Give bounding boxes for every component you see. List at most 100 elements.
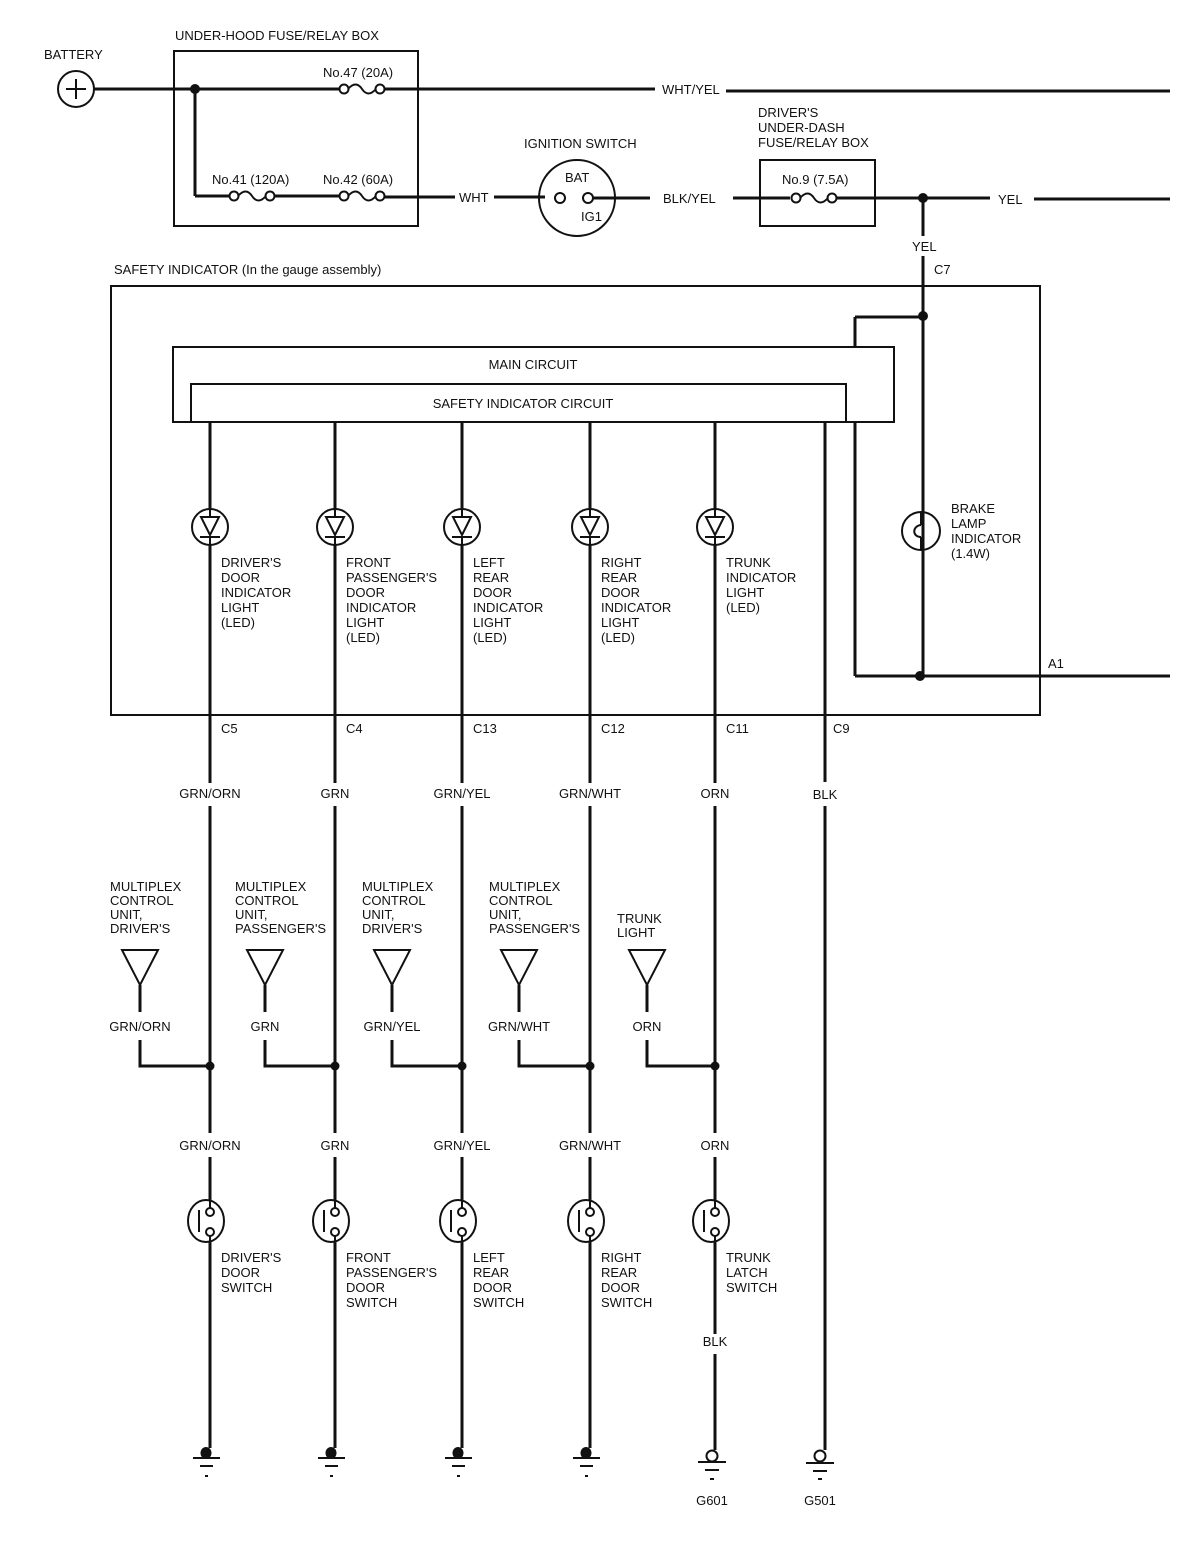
source-wire <box>263 1040 335 1068</box>
led-label-line: LIGHT <box>221 600 259 615</box>
switch-label-line: REAR <box>473 1265 509 1280</box>
junction-dot <box>205 1061 215 1071</box>
source-label-line: LIGHT <box>617 925 655 940</box>
fuse-41-label: No.41 (120A) <box>212 172 289 187</box>
door-switch-icon <box>312 1199 350 1243</box>
ignition-switch: IGNITION SWITCH BAT IG1 <box>524 136 637 237</box>
led-label-line: INDICATOR <box>221 585 291 600</box>
switch-label-line: DOOR <box>473 1280 512 1295</box>
main-circuit-label: MAIN CIRCUIT <box>489 357 578 372</box>
led-label-line: (LED) <box>346 630 380 645</box>
source-label-line: TRUNK <box>617 911 662 926</box>
terminal-bat-label: BAT <box>565 170 589 185</box>
led-label-line: RIGHT <box>601 555 642 570</box>
switch-label-line: DOOR <box>346 1280 385 1295</box>
source-label-line: PASSENGER'S <box>489 921 580 936</box>
led-label-line: FRONT <box>346 555 391 570</box>
ignition-switch-title: IGNITION SWITCH <box>524 136 637 151</box>
underhood-box-title: UNDER-HOOD FUSE/RELAY BOX <box>175 28 379 43</box>
led-label-line: INDICATOR <box>473 600 543 615</box>
wire-label-yel-right: YEL <box>998 192 1023 207</box>
switch-wire-label: GRN/WHT <box>559 1138 621 1153</box>
source-wire <box>390 1040 462 1068</box>
door-switch-icon <box>439 1199 477 1243</box>
ground-eyelet-icon <box>705 1449 719 1463</box>
led-label-line: PASSENGER'S <box>346 570 437 585</box>
underhood-fuse-relay-box: UNDER-HOOD FUSE/RELAY BOX No.47 (20A) No… <box>173 28 419 227</box>
led-label-line: LIGHT <box>601 615 639 630</box>
wire-color-label: GRN/WHT <box>559 786 621 801</box>
c9-ground-circuit: C9 BLK G501 <box>804 422 850 1508</box>
source-label-line: UNIT, <box>362 907 395 922</box>
source-label-line: PASSENGER'S <box>235 921 326 936</box>
source-label-line: CONTROL <box>235 893 299 908</box>
source-label-line: MULTIPLEX <box>489 879 561 894</box>
ground-icon <box>580 1447 592 1459</box>
connector-label: C13 <box>473 721 497 736</box>
led-label-line: (LED) <box>473 630 507 645</box>
connector-label: C4 <box>346 721 363 736</box>
source-wire <box>517 1040 590 1068</box>
switch-wire-label: GRN <box>321 1138 350 1153</box>
source-label-line: MULTIPLEX <box>235 879 307 894</box>
fuse-47-label: No.47 (20A) <box>323 65 393 80</box>
connector-triangle-icon <box>120 949 160 988</box>
underdash-title-line-1: DRIVER'S <box>758 105 819 120</box>
switch-label-line: RIGHT <box>601 1250 642 1265</box>
ground-icon <box>452 1447 464 1459</box>
connector-c7-label: C7 <box>934 262 951 277</box>
wire-label-c9: BLK <box>813 787 838 802</box>
switch-label-line: TRUNK <box>726 1250 771 1265</box>
wire-label-yel-down: YEL <box>912 239 937 254</box>
ground-icon <box>200 1447 212 1459</box>
led-label-line: DOOR <box>601 585 640 600</box>
led-label-line: LIGHT <box>346 615 384 630</box>
switch-label-line: DRIVER'S <box>221 1250 282 1265</box>
switch-wire-label: GRN/ORN <box>179 1138 240 1153</box>
source-wire-label: ORN <box>633 1019 662 1034</box>
led-label-line: DRIVER'S <box>221 555 282 570</box>
source-wire-label: GRN <box>251 1019 280 1034</box>
led-label-line: TRUNK <box>726 555 771 570</box>
underdash-title-line-2: UNDER-DASH <box>758 120 845 135</box>
connector-label: C11 <box>726 721 749 736</box>
led-label-line: REAR <box>601 570 637 585</box>
led-label-line: LIGHT <box>473 615 511 630</box>
source-label-line: UNIT, <box>110 907 143 922</box>
safety-indicator-assembly: SAFETY INDICATOR (In the gauge assembly)… <box>110 262 1064 716</box>
connector-triangle-icon <box>245 949 285 988</box>
switch-wire-label: ORN <box>701 1138 730 1153</box>
brake-lamp-line-3: INDICATOR <box>951 531 1021 546</box>
led-label-line: DOOR <box>346 585 385 600</box>
indicator-channels: DRIVER'SDOORINDICATORLIGHT(LED)C5GRN/ORN… <box>109 422 796 1508</box>
junction-dot <box>710 1061 720 1071</box>
switch-label-line: LEFT <box>473 1250 505 1265</box>
source-wire-label: GRN/ORN <box>109 1019 170 1034</box>
source-label-line: UNIT, <box>489 907 522 922</box>
wire-color-label: ORN <box>701 786 730 801</box>
door-switch-icon <box>692 1199 730 1243</box>
brake-lamp-indicator: BRAKE LAMP INDICATOR (1.4W) <box>901 501 1021 561</box>
switch-label-line: SWITCH <box>601 1295 652 1310</box>
switch-label-line: SWITCH <box>221 1280 272 1295</box>
source-label-line: MULTIPLEX <box>110 879 182 894</box>
brake-lamp-line-2: LAMP <box>951 516 986 531</box>
led-label-line: (LED) <box>726 600 760 615</box>
led-label-line: DOOR <box>221 570 260 585</box>
door-switch-icon <box>567 1199 605 1243</box>
led-label-line: LIGHT <box>726 585 764 600</box>
wire-label-wht-yel: WHT/YEL <box>662 82 720 97</box>
switch-label-line: REAR <box>601 1265 637 1280</box>
battery-label: BATTERY <box>44 47 103 62</box>
led-label-line: LEFT <box>473 555 505 570</box>
fuse-9-icon <box>790 192 838 204</box>
junction-dot <box>330 1061 340 1071</box>
source-label-line: CONTROL <box>362 893 426 908</box>
brake-lamp-line-1: BRAKE <box>951 501 995 516</box>
source-label-line: CONTROL <box>489 893 553 908</box>
source-wire-label: GRN/YEL <box>363 1019 420 1034</box>
led-label-line: DOOR <box>473 585 512 600</box>
led-label-line: INDICATOR <box>601 600 671 615</box>
led-label-line: INDICATOR <box>346 600 416 615</box>
